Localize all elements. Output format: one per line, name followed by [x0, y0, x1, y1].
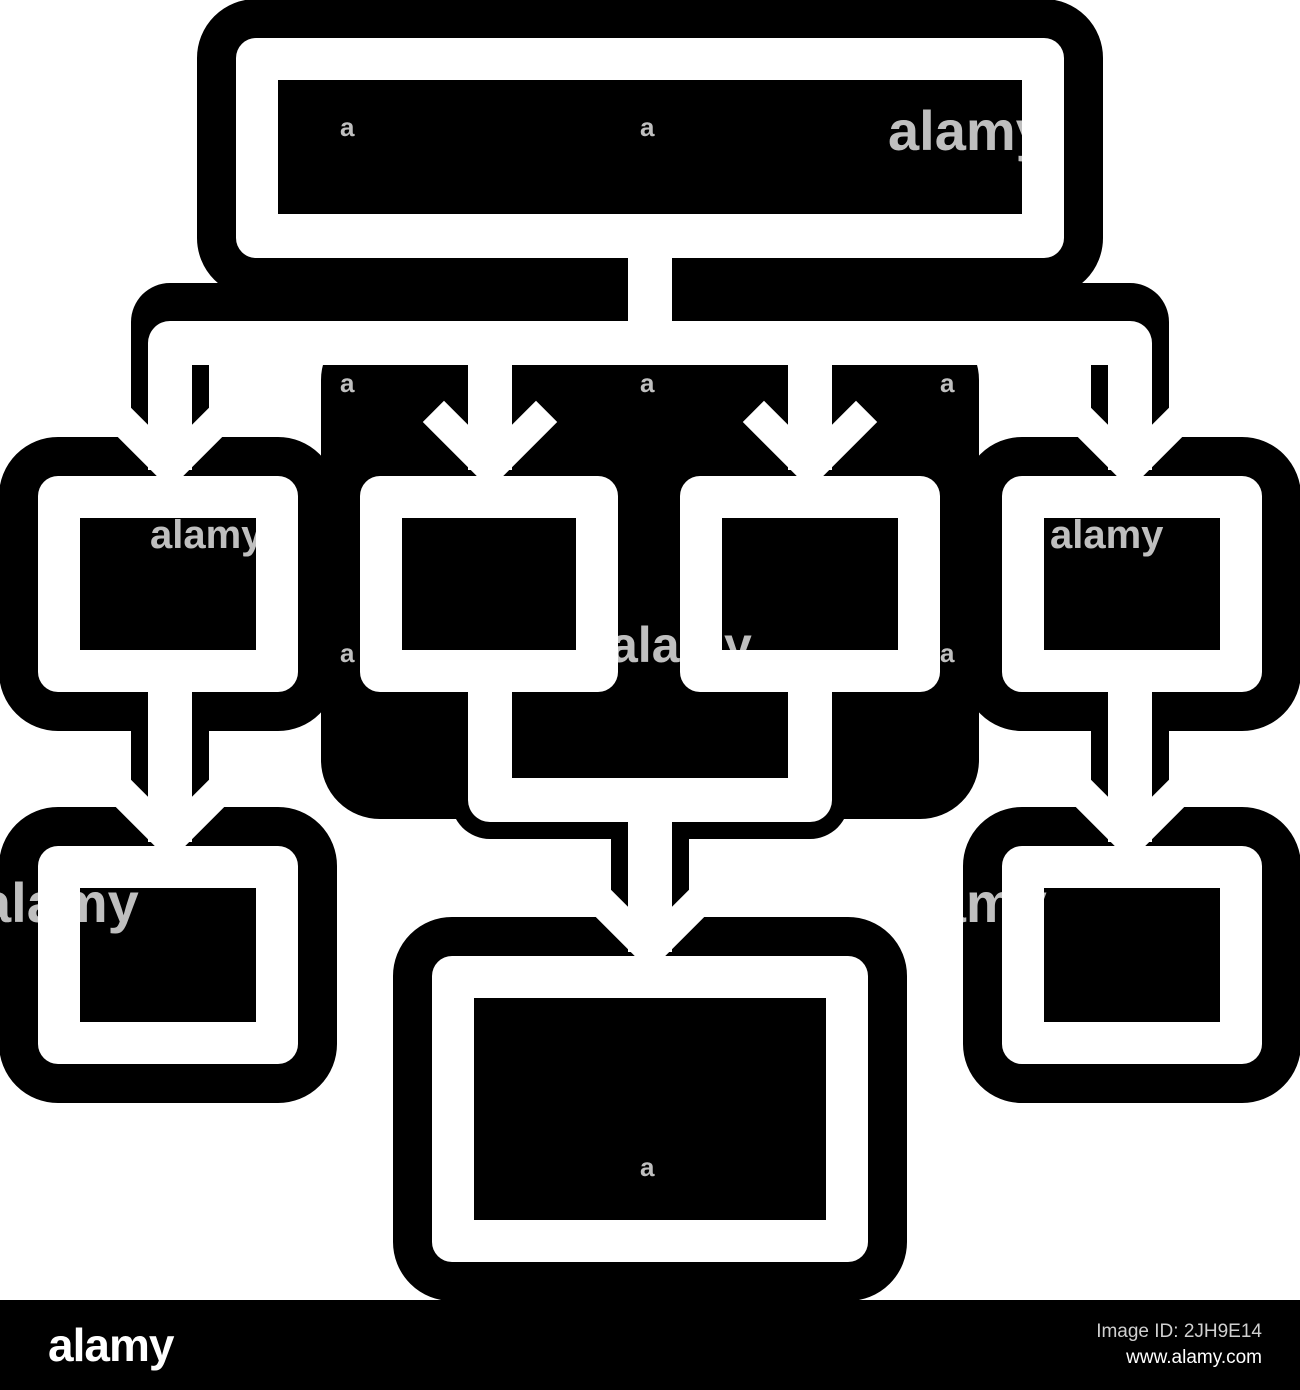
watermark-letter: a: [640, 112, 655, 142]
arrow-down-icon: [102, 772, 238, 862]
stock-footer-bar: alamy Image ID: 2JH9E14 www.alamy.com: [0, 1300, 1300, 1390]
node-level1-d: [1002, 476, 1262, 692]
watermark-word: alamy: [888, 99, 1047, 162]
horizontal-bus: [148, 321, 1152, 470]
node-level2-center: [432, 956, 868, 1262]
node-level2-left: [38, 846, 298, 1064]
image-meta: Image ID: 2JH9E14 www.alamy.com: [1096, 1319, 1262, 1371]
watermark-letter: a: [640, 368, 655, 398]
watermark-letter: a: [340, 638, 355, 668]
watermark-letter: a: [340, 112, 355, 142]
watermark-letter: a: [340, 368, 355, 398]
brand-logo: alamy: [48, 1319, 174, 1371]
watermark-word: alamy: [0, 871, 139, 934]
watermark-letter: a: [640, 1152, 655, 1182]
arrow-down-icon: [102, 400, 238, 490]
watermark-letter: a: [940, 368, 955, 398]
node-level1-b: [360, 476, 618, 692]
watermark-word: alamy: [610, 617, 752, 673]
image-id: Image ID: 2JH9E14: [1096, 1321, 1262, 1342]
arrow-down-icon: [422, 400, 558, 490]
hierarchy-flowchart-icon: alamy alamy alamy alamy alamy alamy a a …: [0, 0, 1300, 1300]
arrow-down-icon: [742, 400, 878, 490]
watermark-letter: a: [940, 638, 955, 668]
site-url: www.alamy.com: [1126, 1347, 1262, 1368]
arrow-down-icon: [1062, 400, 1198, 490]
node-root: [236, 38, 1064, 258]
watermark-word: alamy: [150, 513, 264, 557]
watermark-word: alamy: [888, 871, 1047, 934]
arrowheads: [102, 400, 1198, 972]
watermark: alamy alamy alamy alamy alamy alamy a a …: [0, 99, 1164, 1182]
watermark-word: alamy: [1050, 513, 1164, 557]
arrow-down-icon: [1062, 772, 1198, 862]
node-level1-a: [38, 476, 298, 692]
node-level2-right: [1002, 846, 1262, 1064]
node-level1-c: [680, 476, 940, 692]
arrow-down-icon: [582, 882, 718, 972]
connector-lines: [148, 252, 1152, 952]
